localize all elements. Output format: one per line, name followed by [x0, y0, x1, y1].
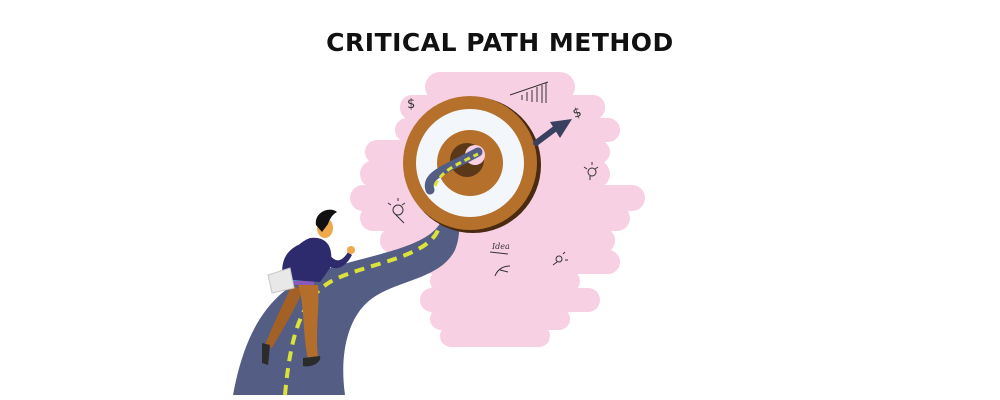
- lightbulb-icon: [387, 198, 406, 224]
- lightbulb-icon: [583, 162, 599, 180]
- growth-arrow: [533, 119, 572, 146]
- page-title: CRITICAL PATH METHOD: [326, 28, 674, 57]
- idea-underline: [489, 251, 509, 255]
- hand-icon: [494, 265, 511, 277]
- running-man: [262, 209, 355, 367]
- dollar-icon: $: [407, 97, 415, 112]
- bar-chart-growth-icon: [509, 81, 549, 103]
- target-bullseye: [403, 96, 541, 233]
- doodle-icons: $ $ Idea: [387, 81, 599, 277]
- idea-icon: Idea: [491, 242, 510, 251]
- settings-idea-icon: [552, 251, 568, 266]
